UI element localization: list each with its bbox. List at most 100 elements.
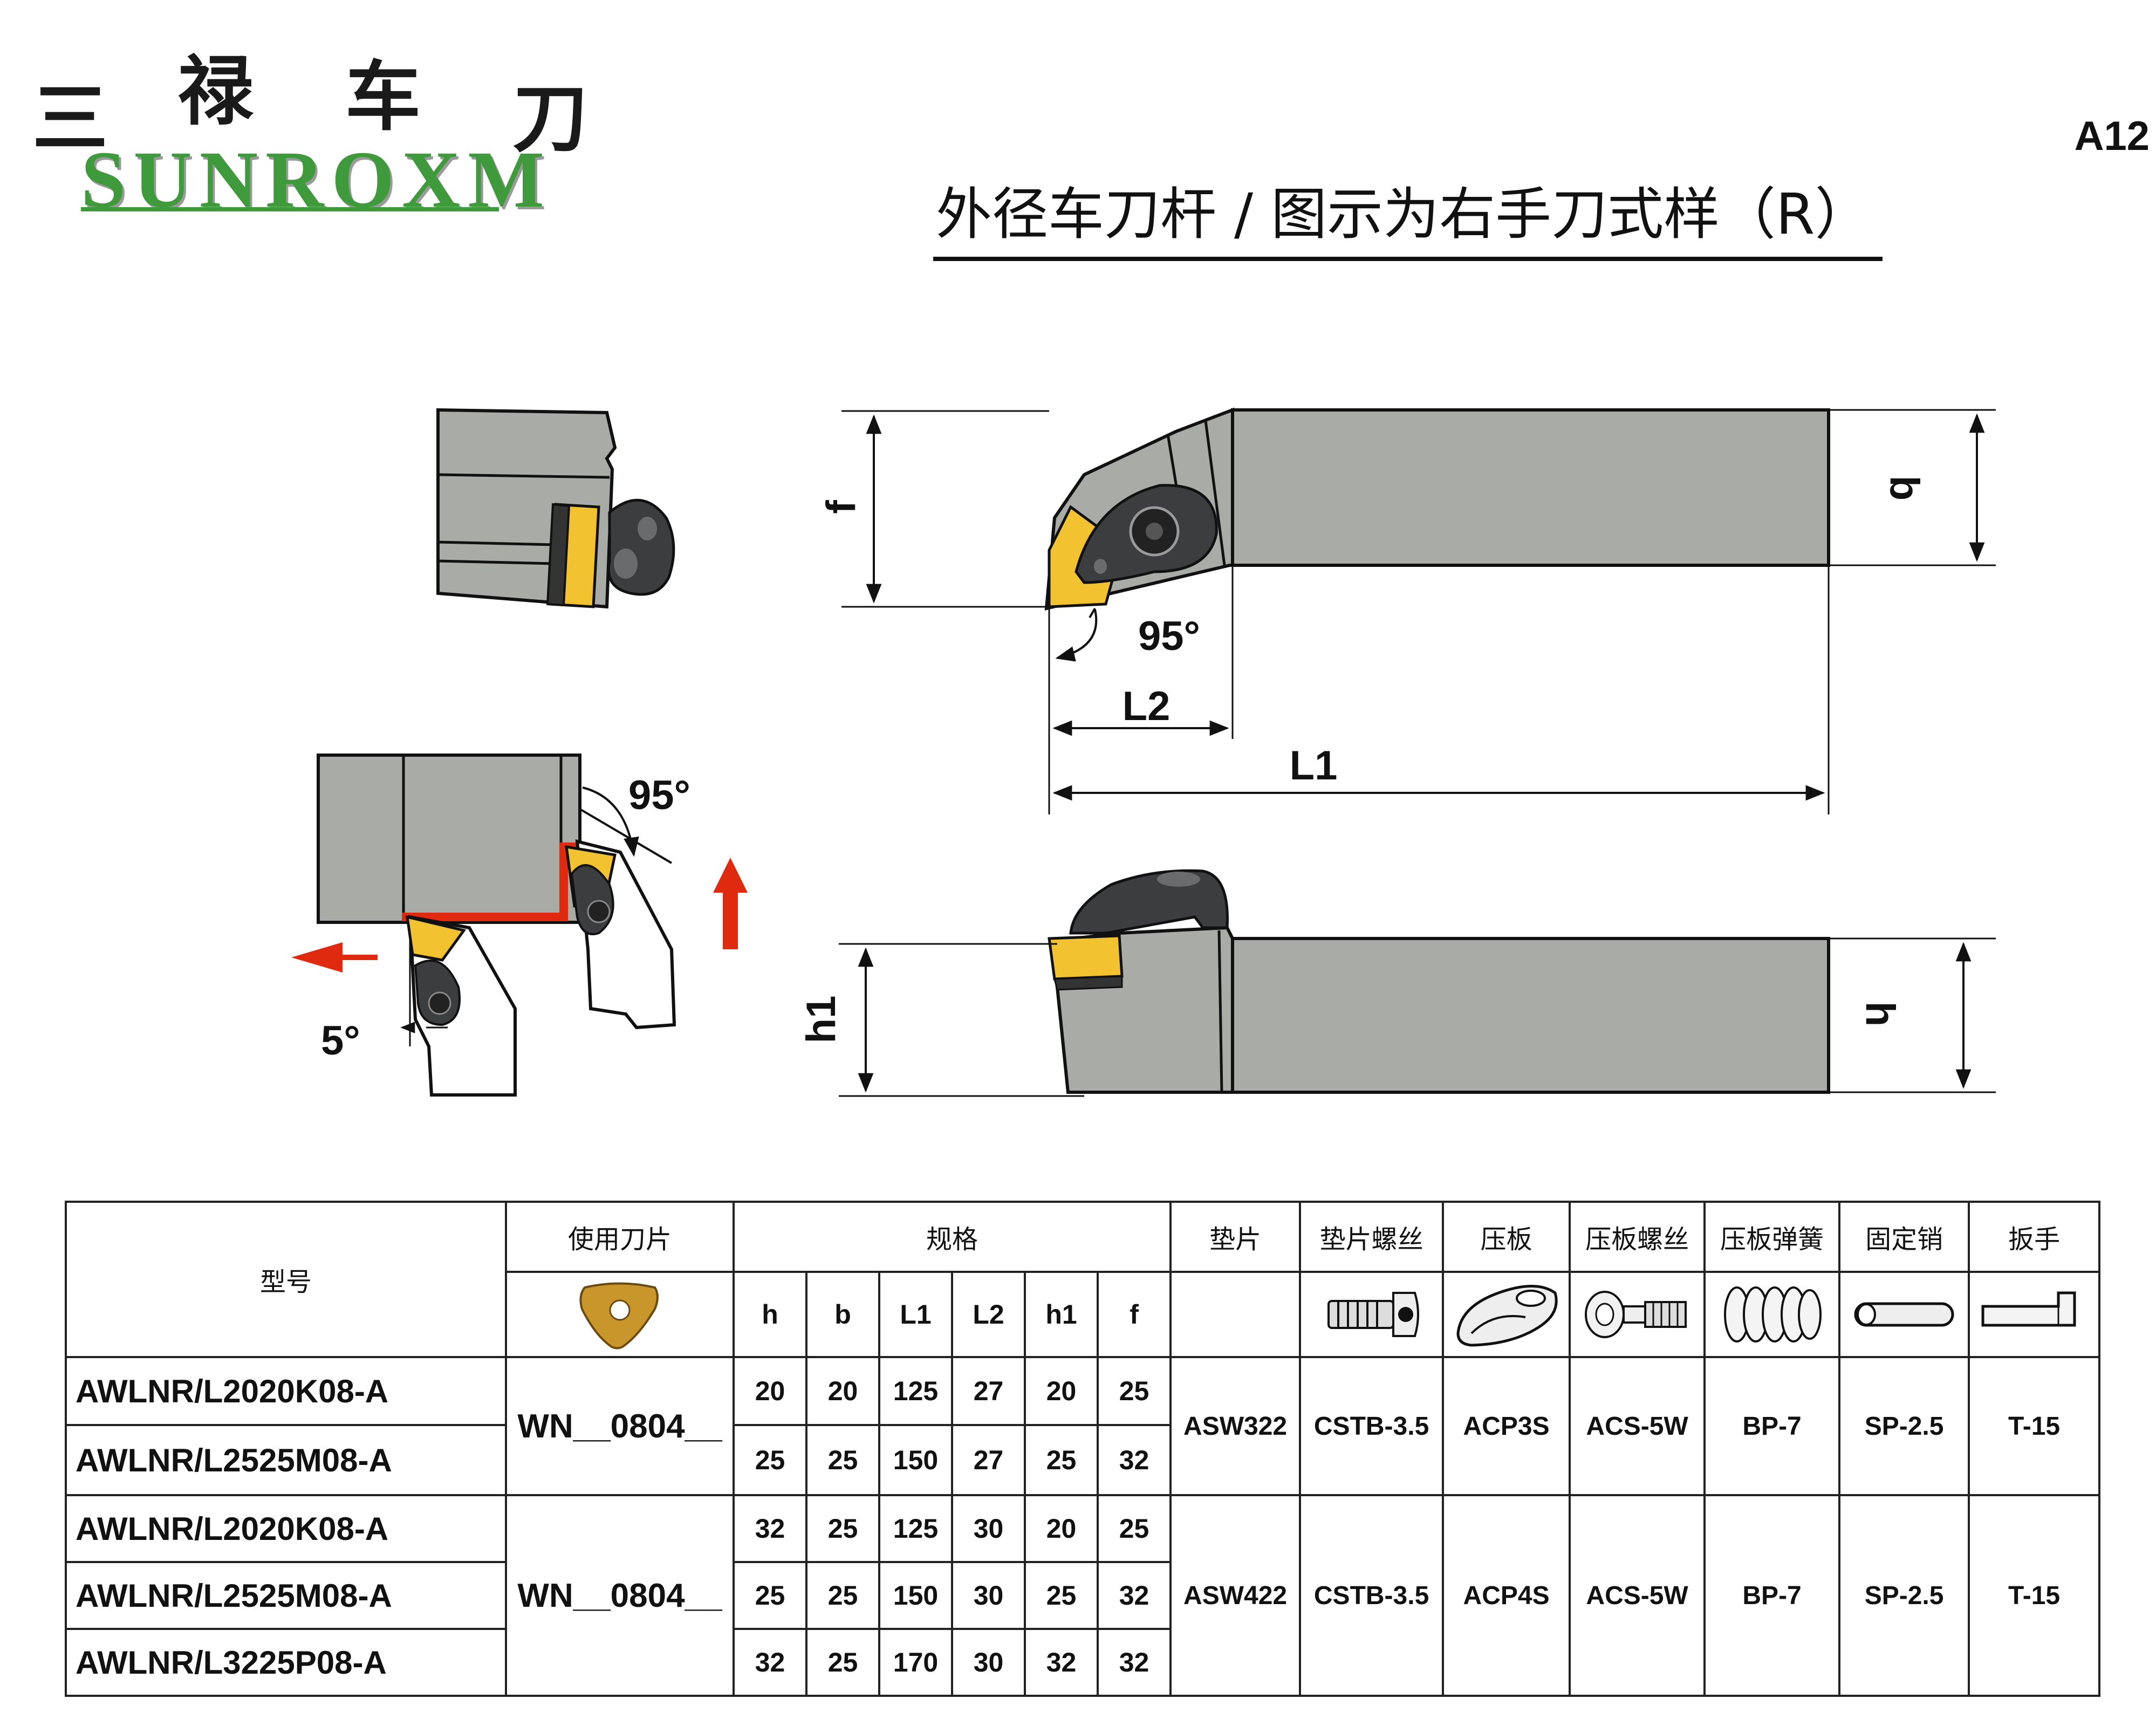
dim-cell: 20 xyxy=(1024,1494,1099,1563)
shim-code: ASW422 xyxy=(1169,1494,1302,1697)
table-row: AWLNR/L2525M08-A 25 25 150 30 25 32 xyxy=(65,1561,2099,1630)
dim-label-h1: h1 xyxy=(798,996,844,1044)
brand-english-logo: SUNROXM xyxy=(81,135,552,224)
wrench-icon xyxy=(1981,1291,2076,1327)
dim-label-b: b xyxy=(1881,476,1927,501)
header-model: 型号 xyxy=(65,1201,507,1358)
header-shim: 垫片 xyxy=(1169,1201,1302,1273)
brand-char: 禄 xyxy=(178,47,254,136)
brand-char: 三 xyxy=(32,74,108,163)
clamp-screw-code: ACS-5W xyxy=(1569,1494,1706,1697)
header-clamp-screw: 压板螺丝 xyxy=(1569,1201,1706,1273)
dim-cell: 25 xyxy=(1096,1356,1172,1426)
clamp-screw-icon-cell xyxy=(1569,1271,1706,1358)
clamp-screw-code: ACS-5W xyxy=(1569,1356,1706,1496)
title-underline xyxy=(933,257,1883,261)
dim-cell: 30 xyxy=(951,1494,1026,1563)
machining-illustration: 95° 5° xyxy=(291,754,748,1097)
header-clamp-spring: 压板弹簧 xyxy=(1703,1201,1841,1273)
clamp-icon xyxy=(1456,1285,1558,1347)
tool-holder-drawings: 95° 5° f b 95° xyxy=(291,407,1996,1097)
brand-chinese-logo: 三 禄 车 刀 xyxy=(22,43,593,162)
dim-cell: 170 xyxy=(878,1628,953,1697)
header-spec: 规格 xyxy=(732,1201,1172,1273)
shim-screw-code: CSTB-3.5 xyxy=(1299,1494,1445,1697)
clamp-code: ACP4S xyxy=(1442,1494,1571,1697)
spring-icon xyxy=(1724,1286,1822,1343)
clamp-spring-code: BP-7 xyxy=(1703,1494,1841,1697)
table-row: AWLNR/L2020K08-A WN__0804__ 32 25 125 30… xyxy=(65,1494,2101,1697)
dim-cell: 32 xyxy=(1096,1628,1172,1697)
page-title: 外径车刀杆 / 图示为右手刀式样（R） xyxy=(936,181,1871,247)
page-code: A12 xyxy=(2074,113,2150,159)
insert-code: WN__0804__ xyxy=(505,1494,735,1697)
dim-cell: 125 xyxy=(878,1356,953,1426)
table-subheader-row: h b L1 L2 h1 f xyxy=(66,1271,2101,1358)
header-wrench: 扳手 xyxy=(1968,1201,2101,1273)
dim-header-L1: L1 xyxy=(878,1271,953,1358)
wrench-icon-cell xyxy=(1968,1271,2101,1358)
header-pin: 固定销 xyxy=(1838,1201,1970,1273)
model-cell: AWLNR/L2020K08-A xyxy=(65,1356,507,1426)
dim-cell: 25 xyxy=(805,1424,880,1496)
clamp-spring-code: BP-7 xyxy=(1703,1356,1841,1496)
header-insert: 使用刀片 xyxy=(505,1201,735,1273)
dim-cell: 32 xyxy=(733,1628,807,1697)
dim-label-L1: L1 xyxy=(1290,743,1338,789)
shim-code: ASW322 xyxy=(1169,1356,1302,1496)
table-row: AWLNR/L2020K08-A WN__0804__ 20 20 125 27… xyxy=(65,1356,2101,1496)
angle-label-side: 95° xyxy=(628,772,690,818)
dim-cell: 25 xyxy=(805,1628,880,1697)
dim-cell: 32 xyxy=(733,1494,807,1563)
dim-header-L2: L2 xyxy=(951,1271,1026,1358)
insert-code: WN__0804__ xyxy=(505,1356,735,1496)
dim-cell: 25 xyxy=(733,1424,807,1496)
dim-cell: 25 xyxy=(1096,1494,1172,1563)
clamp-code: ACP3S xyxy=(1442,1356,1571,1496)
dim-label-h: h xyxy=(1857,1002,1903,1026)
dim-cell: 32 xyxy=(1096,1424,1172,1496)
wrench-code: T-15 xyxy=(1968,1356,2101,1496)
dim-cell: 32 xyxy=(1024,1628,1099,1697)
brand-underline xyxy=(81,207,499,211)
clamp-icon-cell xyxy=(1442,1271,1571,1358)
dim-cell: 27 xyxy=(951,1356,1026,1426)
table-row: AWLNR/L2525M08-A 25 25 150 27 25 32 xyxy=(65,1424,2099,1496)
brand-char: 车 xyxy=(345,53,421,141)
dim-cell: 27 xyxy=(951,1424,1026,1496)
shim-icon-cell xyxy=(1169,1271,1302,1358)
angle-label-lead: 5° xyxy=(321,1018,360,1064)
dim-cell: 25 xyxy=(733,1561,807,1630)
angle-label-top: 95° xyxy=(1138,613,1200,659)
perspective-view xyxy=(436,408,675,609)
model-cell: AWLNR/L2020K08-A xyxy=(65,1494,507,1563)
header-clamp: 压板 xyxy=(1442,1201,1571,1273)
pin-code: SP-2.5 xyxy=(1838,1494,1970,1697)
dim-cell: 25 xyxy=(1024,1424,1099,1496)
dim-cell: 30 xyxy=(951,1561,1026,1630)
dim-cell: 25 xyxy=(805,1561,880,1630)
table-header-row: 型号 使用刀片 规格 垫片 垫片螺丝 压板 压板螺丝 压板弹簧 固定销 扳手 xyxy=(65,1201,2101,1358)
dim-header-b: b xyxy=(805,1271,880,1358)
wrench-code: T-15 xyxy=(1968,1494,2101,1697)
model-cell: AWLNR/L2525M08-A xyxy=(65,1561,507,1630)
dim-cell: 30 xyxy=(951,1628,1026,1697)
side-view: h1 h xyxy=(798,869,1996,1097)
dim-header-h: h xyxy=(733,1271,807,1358)
clamp-screw-icon xyxy=(1585,1291,1687,1338)
top-view: f b 95° L2 L1 xyxy=(818,407,1996,814)
model-cell: AWLNR/L3225P08-A xyxy=(65,1628,507,1697)
insert-icon-cell xyxy=(505,1271,735,1358)
dim-cell: 20 xyxy=(1024,1356,1099,1426)
shim-screw-code: CSTB-3.5 xyxy=(1299,1356,1445,1496)
dim-header-h1: h1 xyxy=(1024,1271,1099,1358)
pin-icon xyxy=(1854,1302,1954,1327)
header-shim-screw: 垫片螺丝 xyxy=(1299,1201,1445,1273)
model-cell: AWLNR/L2525M08-A xyxy=(65,1424,507,1496)
dim-cell: 25 xyxy=(805,1494,880,1563)
dim-cell: 25 xyxy=(1024,1561,1099,1630)
spring-icon-cell xyxy=(1703,1271,1841,1358)
pin-code: SP-2.5 xyxy=(1838,1356,1970,1496)
spec-table: 型号 使用刀片 规格 垫片 垫片螺丝 压板 压板螺丝 压板弹簧 固定销 扳手 h… xyxy=(65,1201,2101,1697)
insert-icon xyxy=(579,1282,659,1350)
